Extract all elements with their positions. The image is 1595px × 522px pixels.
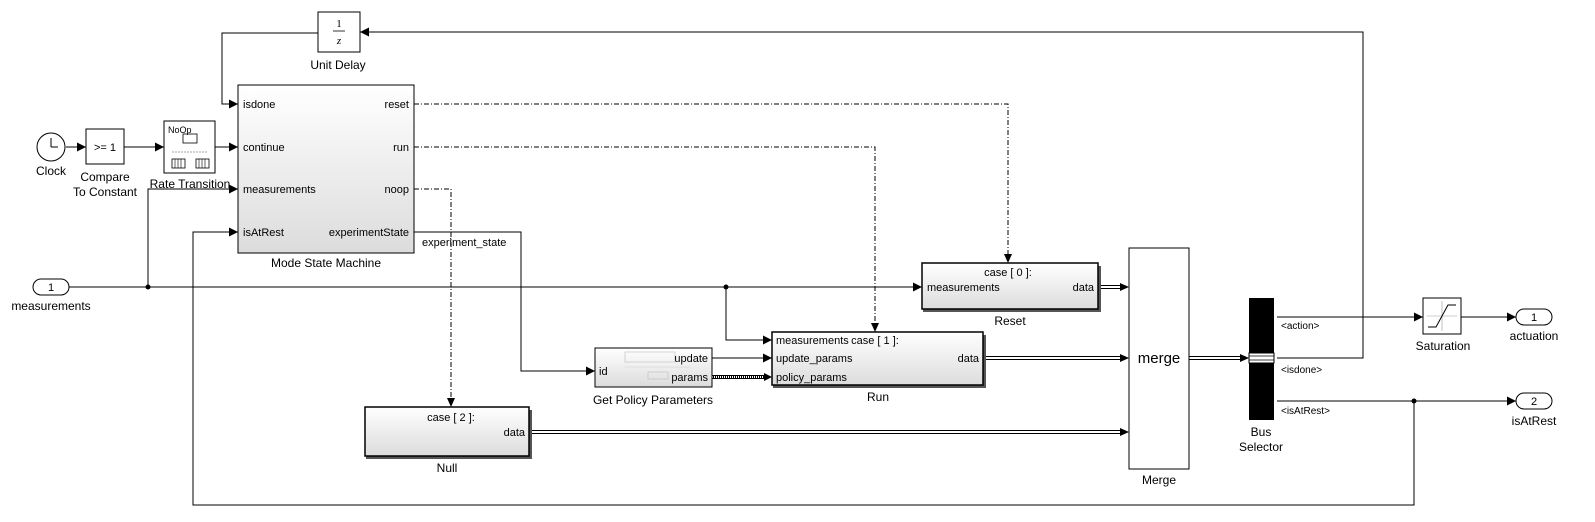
outport-isatrest[interactable]: 2 isAtRest bbox=[1512, 392, 1557, 428]
compare-label-1: Compare bbox=[80, 170, 130, 184]
saturation-label: Saturation bbox=[1416, 339, 1471, 353]
inport-measurements-number: 1 bbox=[48, 282, 54, 294]
compare-block[interactable]: >= 1 Compare To Constant bbox=[73, 128, 138, 199]
rate-transition-text: NoOp bbox=[168, 125, 192, 135]
outport-actuation-number: 1 bbox=[1531, 312, 1537, 324]
run-label: Run bbox=[867, 390, 889, 404]
merge-label: Merge bbox=[1142, 473, 1176, 487]
wire-isatrest-feedback bbox=[192, 227, 1415, 506]
compare-text: >= 1 bbox=[94, 142, 116, 154]
wire-delay-isdone bbox=[221, 32, 318, 109]
reset-input-measurements: measurements bbox=[927, 282, 1000, 294]
compare-label-2: To Constant bbox=[73, 185, 138, 199]
wire-experimentstate bbox=[414, 231, 595, 376]
reset-output-data: data bbox=[1073, 282, 1095, 294]
msm-output-noop: noop bbox=[385, 184, 409, 196]
bus-selector-block[interactable]: <action> <isdone> <isAtRest> Bus Selecto… bbox=[1239, 298, 1330, 454]
msm-input-measurements: measurements bbox=[243, 184, 316, 196]
merge-block[interactable]: merge Merge bbox=[1128, 247, 1190, 487]
get-policy-block[interactable]: id update params Get Policy Parameters bbox=[593, 347, 713, 407]
bus-signal-isdone: <isdone> bbox=[1281, 365, 1322, 376]
msm-output-reset: reset bbox=[385, 99, 409, 111]
wire-ctrl-run bbox=[414, 146, 876, 331]
junction-isatrest bbox=[1411, 398, 1417, 404]
run-input-update-params: update_params bbox=[776, 353, 853, 365]
run-input-policy-params: policy_params bbox=[776, 372, 847, 384]
outport-isatrest-label: isAtRest bbox=[1512, 414, 1557, 428]
msm-input-continue: continue bbox=[243, 142, 285, 154]
msm-input-isatrest: isAtRest bbox=[243, 227, 284, 239]
msm-label: Mode State Machine bbox=[271, 256, 381, 270]
run-input-measurements: measurements bbox=[776, 335, 849, 347]
get-policy-output-params: params bbox=[671, 372, 708, 384]
get-policy-output-update: update bbox=[674, 353, 708, 365]
bus-selector-label-2: Selector bbox=[1239, 440, 1283, 454]
wire-ctrl-reset bbox=[414, 103, 1009, 262]
outport-actuation-label: actuation bbox=[1510, 329, 1559, 343]
bus-signal-isatrest: <isAtRest> bbox=[1281, 406, 1330, 417]
merge-text: merge bbox=[1138, 350, 1181, 367]
reset-case: case [ 0 ]: bbox=[984, 267, 1032, 279]
bus-signal-action: <action> bbox=[1281, 321, 1320, 332]
get-policy-input-id: id bbox=[599, 366, 608, 378]
unit-delay-label: Unit Delay bbox=[310, 58, 365, 72]
run-block[interactable]: measurements case [ 1 ]: update_params p… bbox=[771, 331, 986, 404]
outport-actuation[interactable]: 1 actuation bbox=[1510, 308, 1559, 343]
arrow-ctrl-run bbox=[871, 323, 879, 332]
clock-block[interactable]: Clock bbox=[36, 132, 67, 178]
run-case: case [ 1 ]: bbox=[851, 335, 899, 347]
msm-output-run: run bbox=[393, 142, 409, 154]
null-block[interactable]: case [ 2 ]: data Null bbox=[364, 406, 532, 475]
clock-label: Clock bbox=[36, 164, 67, 178]
bus-selector-label-1: Bus bbox=[1251, 425, 1272, 439]
null-case: case [ 2 ]: bbox=[427, 412, 475, 424]
null-output-data: data bbox=[504, 427, 526, 439]
run-output-data: data bbox=[958, 353, 980, 365]
arrow-ctrl-noop bbox=[447, 398, 455, 407]
reset-block[interactable]: case [ 0 ]: measurements data Reset bbox=[921, 262, 1101, 328]
msm-output-experimentstate: experimentState bbox=[329, 227, 409, 239]
experiment-state-signal-label: experiment_state bbox=[422, 237, 506, 249]
mode-state-machine-block[interactable]: isdone continue measurements isAtRest re… bbox=[237, 84, 415, 270]
outport-isatrest-number: 2 bbox=[1531, 396, 1537, 408]
inport-measurements-label: measurements bbox=[11, 299, 90, 313]
reset-label: Reset bbox=[994, 314, 1026, 328]
msm-input-isdone: isdone bbox=[243, 99, 275, 111]
arrow-ctrl-reset bbox=[1004, 254, 1012, 263]
saturation-block[interactable]: Saturation bbox=[1416, 297, 1471, 353]
wire-measurements-run bbox=[725, 287, 772, 345]
unit-delay-num: 1 bbox=[336, 18, 342, 30]
wire-isdone-feedback bbox=[360, 27, 1364, 359]
wire-measurements-msm bbox=[147, 184, 238, 287]
rate-transition-label: Rate Transition bbox=[150, 177, 231, 191]
null-label: Null bbox=[437, 461, 458, 475]
rate-transition-block[interactable]: NoOp Rate Transition bbox=[150, 120, 231, 191]
unit-delay-block[interactable]: 1 z Unit Delay bbox=[310, 11, 366, 72]
inport-measurements[interactable]: 1 measurements bbox=[11, 278, 91, 313]
wire-ctrl-noop bbox=[414, 188, 452, 406]
unit-delay-den: z bbox=[336, 35, 342, 47]
get-policy-label: Get Policy Parameters bbox=[593, 393, 713, 407]
